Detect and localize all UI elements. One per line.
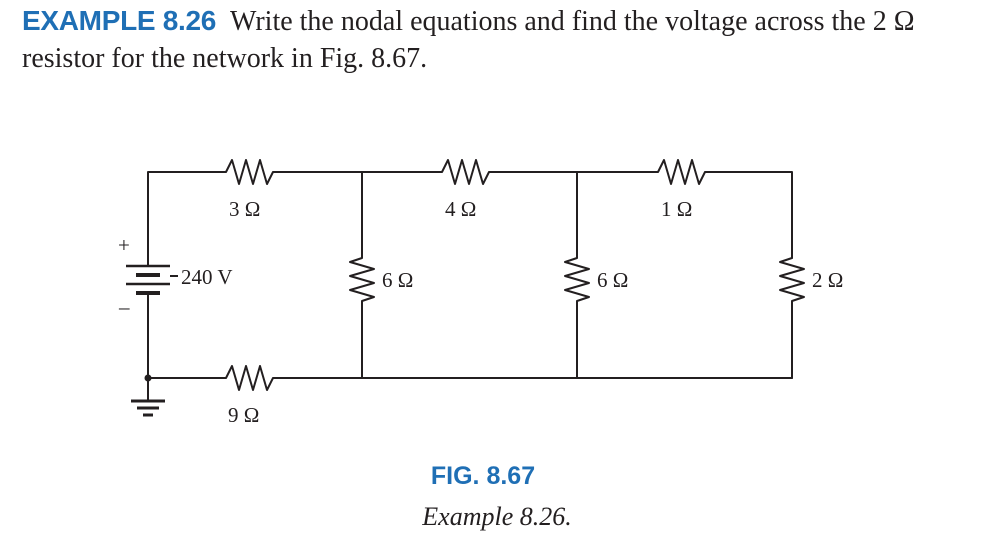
resistor-shunt-2-label: 6 Ω <box>597 268 628 292</box>
wire-top-left <box>147 159 363 267</box>
resistor-load-wire <box>779 257 805 379</box>
resistor-bottom-left-label: 9 Ω <box>228 403 259 427</box>
figure-label: FIG. 8.67 <box>430 462 536 490</box>
figure-subtitle: Example 8.26. <box>422 502 572 531</box>
resistor-shunt-2-wire <box>564 171 590 379</box>
resistor-top-left-label: 3 Ω <box>229 197 260 221</box>
ground-junction-dot <box>144 374 152 382</box>
resistor-shunt-1-label: 6 Ω <box>382 268 413 292</box>
example-label: EXAMPLE 8.26 <box>22 5 217 36</box>
source-value-label: 240 V <box>181 265 233 289</box>
example-heading: EXAMPLE 8.26 Write the nodal equations a… <box>22 2 972 77</box>
source-minus-sign: – <box>118 295 130 319</box>
wire-top-right <box>576 159 793 259</box>
resistor-top-mid-label: 4 Ω <box>445 197 476 221</box>
example-statement: Write the nodal equations and find the v… <box>22 6 915 74</box>
ground-icon <box>131 399 165 417</box>
resistor-shunt-1-wire <box>349 171 375 379</box>
battery-symbol <box>126 264 178 300</box>
resistor-load-label: 2 Ω <box>812 268 843 292</box>
wire-top-mid <box>361 159 578 185</box>
circuit-wires <box>147 159 805 402</box>
wire-bottom <box>147 299 793 391</box>
source-plus-sign: + <box>118 233 130 257</box>
resistor-top-right-label: 1 Ω <box>661 197 692 221</box>
